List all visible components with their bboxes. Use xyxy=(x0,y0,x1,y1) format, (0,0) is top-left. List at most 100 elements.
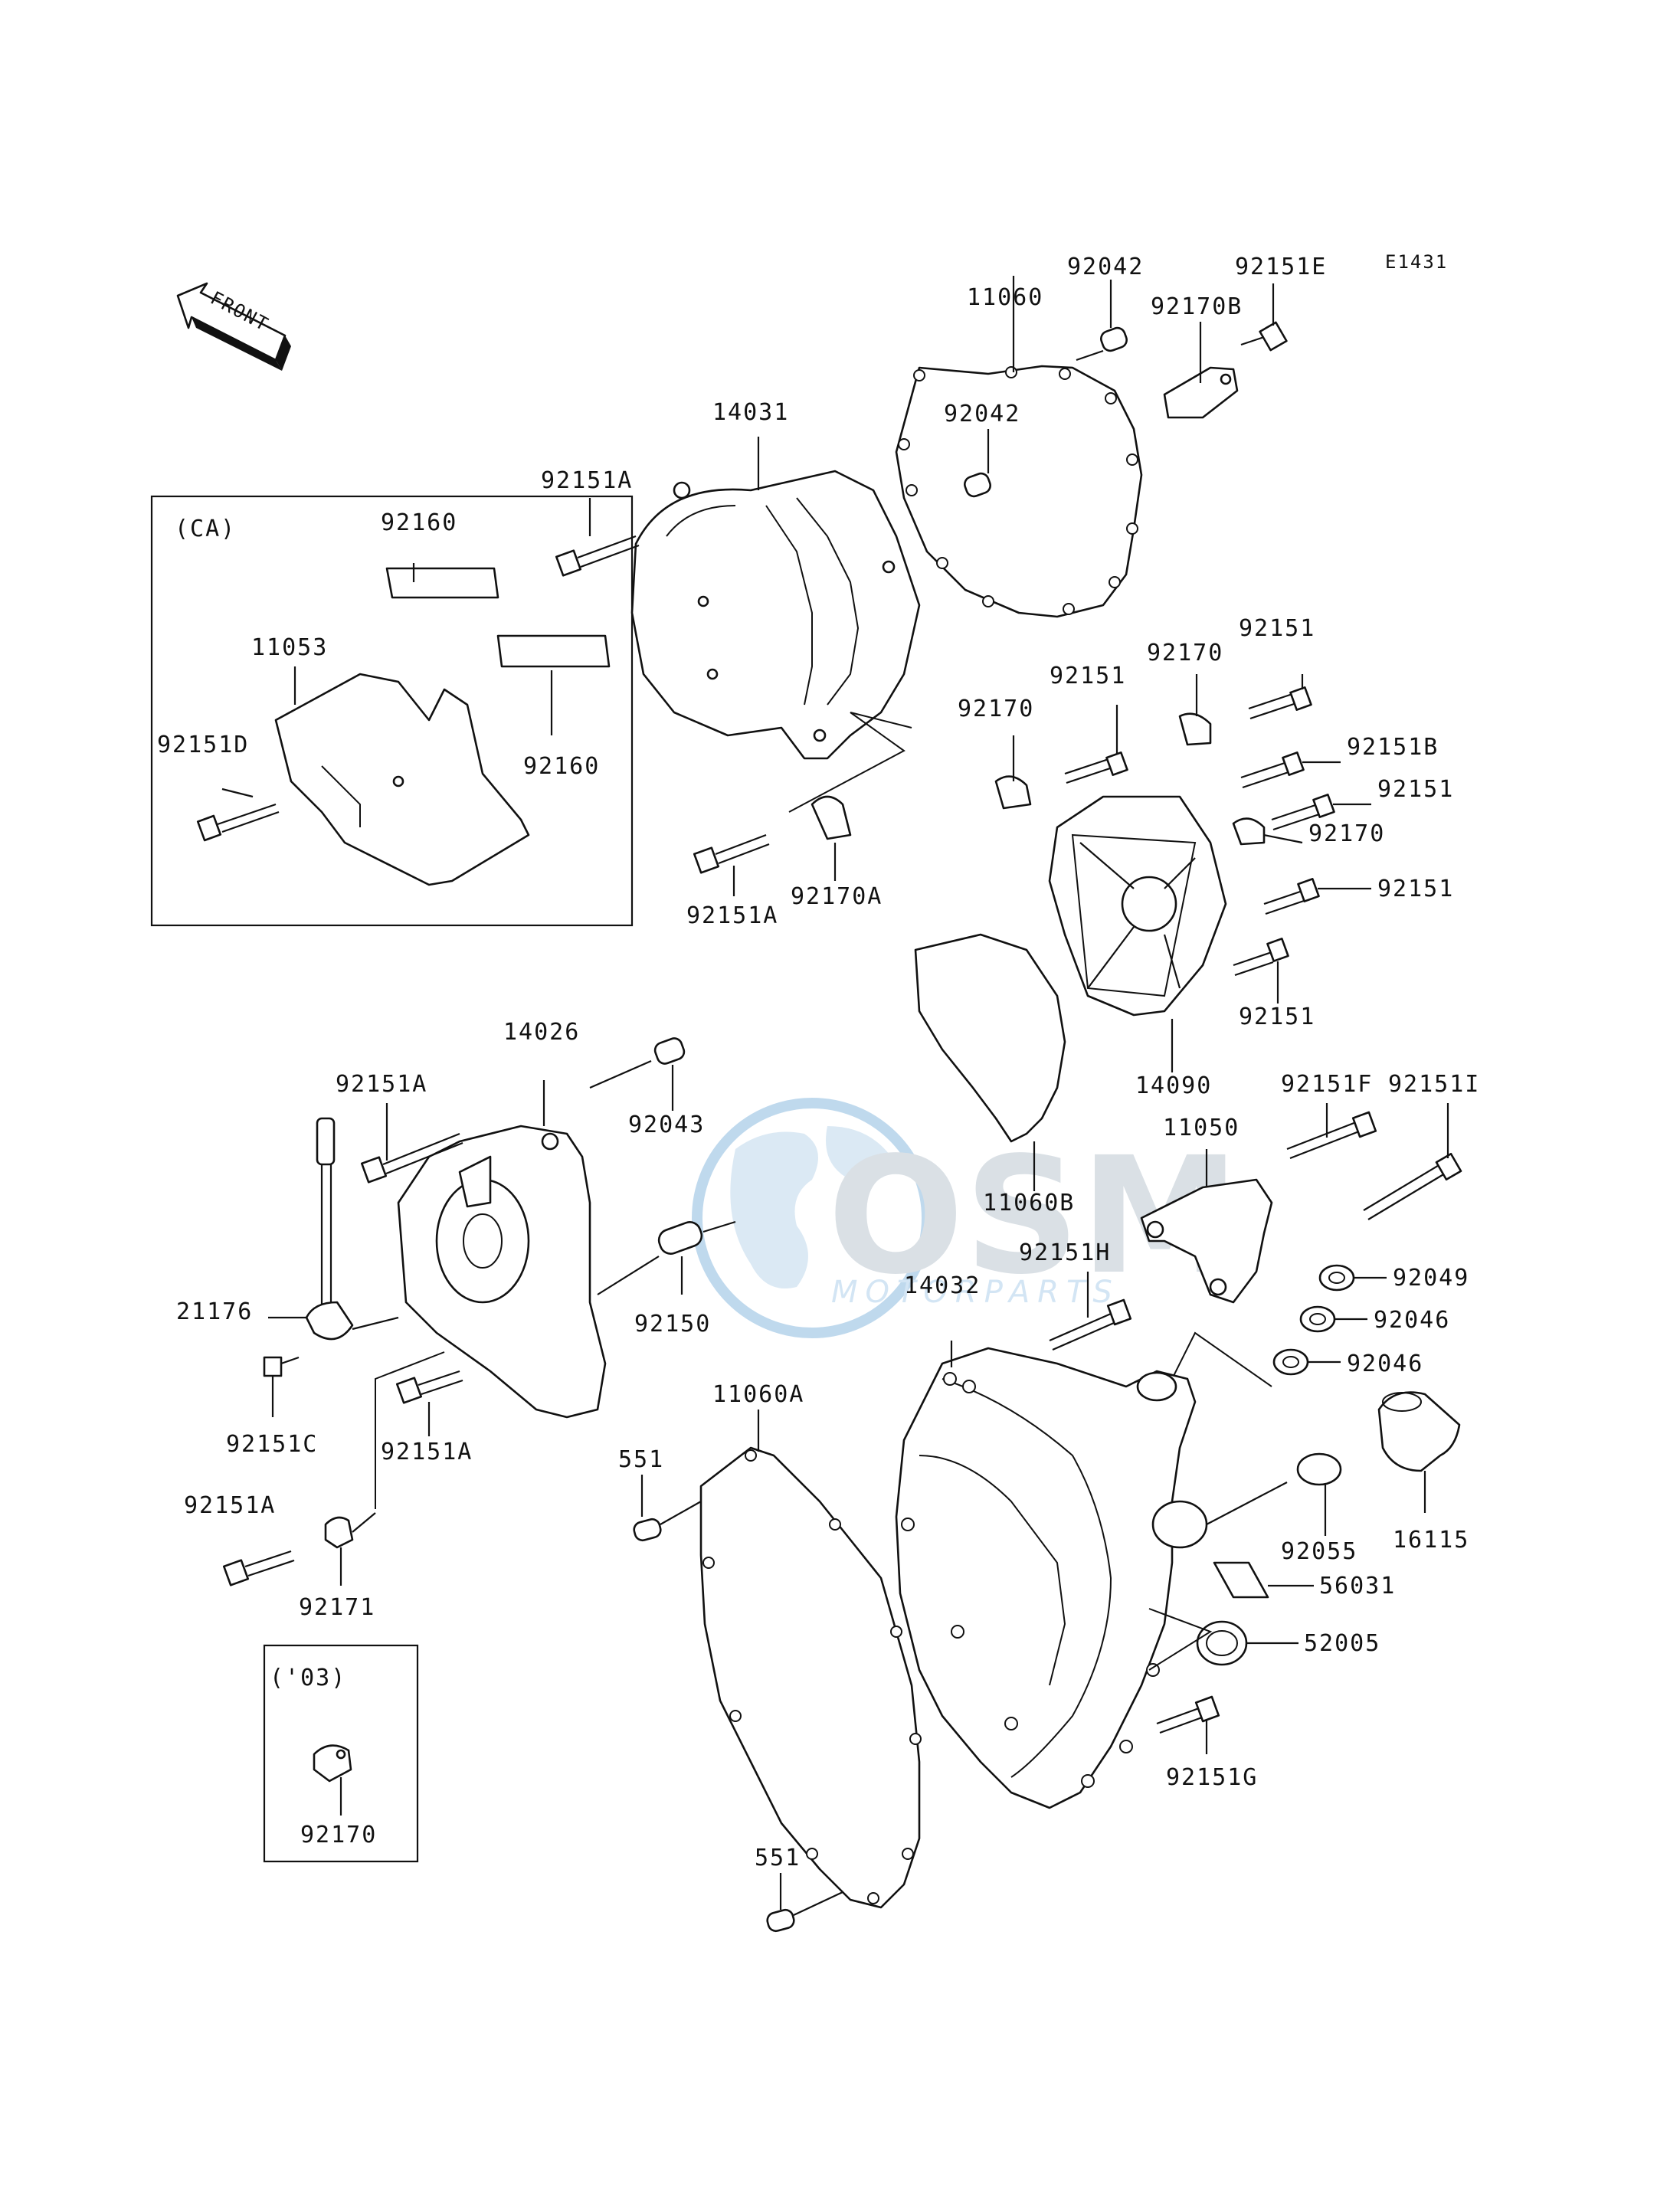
clamp-92170B-icon xyxy=(1163,322,1239,419)
label-92151F: 92151F xyxy=(1281,1071,1373,1098)
label-21176: 21176 xyxy=(176,1298,253,1325)
label-11060A: 11060A xyxy=(712,1381,804,1408)
bolt-92151G-icon xyxy=(1156,1695,1220,1754)
bolt-92151-a-icon xyxy=(1248,674,1312,720)
label-92151-a: 92151 xyxy=(1239,615,1315,642)
bolt-92151-c-icon xyxy=(1271,794,1371,831)
inset-ca-label: (CA) xyxy=(175,516,236,542)
label-92151-e: 92151 xyxy=(1239,1004,1315,1030)
label-92150: 92150 xyxy=(634,1311,711,1338)
seal-92049-icon xyxy=(1318,1264,1387,1292)
label-92151-b: 92151 xyxy=(1050,663,1126,689)
part-14032-cover xyxy=(895,1341,1288,1809)
part-labels: 92042 92151E 11060 92170B 14031 92042 92… xyxy=(157,254,1480,1871)
bolt-92151A-low-icon xyxy=(375,1351,463,1509)
part-11060A-gasket xyxy=(699,1410,922,1909)
label-92170-a: 92170 xyxy=(1147,640,1223,666)
label-92151D: 92151D xyxy=(157,732,249,758)
inset-ca: (CA) xyxy=(150,495,634,927)
bolt-92151A-top-icon xyxy=(555,498,640,577)
part-14090-housing xyxy=(1048,795,1227,1072)
cap-52005-icon xyxy=(1148,1608,1298,1671)
label-92151H: 92151H xyxy=(1019,1239,1111,1266)
part-11060-gasket xyxy=(895,276,1143,618)
label-92046-b: 92046 xyxy=(1347,1351,1423,1377)
label-92042-top: 92042 xyxy=(1067,254,1144,280)
label-11060: 11060 xyxy=(967,284,1043,311)
label-92160-bot: 92160 xyxy=(523,753,600,780)
sensor-21176-icon xyxy=(268,1117,399,1341)
label-92055: 92055 xyxy=(1281,1538,1357,1565)
label-92170-b: 92170 xyxy=(958,696,1034,722)
dowel-92043-icon xyxy=(589,1037,686,1111)
label-92151-c: 92151 xyxy=(1377,776,1454,803)
label-92151C: 92151C xyxy=(226,1431,318,1458)
label-92151G: 92151G xyxy=(1166,1764,1258,1791)
bolt-92151A-bot-icon xyxy=(222,1550,295,1586)
bolt-92151E-icon xyxy=(1240,283,1288,352)
bolt-92151I-icon xyxy=(1363,1103,1462,1220)
label-92160-top: 92160 xyxy=(381,509,457,536)
label-92043: 92043 xyxy=(628,1112,705,1138)
label-92170A: 92170A xyxy=(791,883,883,910)
bearing-92046-b-icon xyxy=(1164,1331,1341,1395)
part-11060B-gasket xyxy=(914,933,1066,1191)
cap-16115-icon xyxy=(1377,1391,1461,1513)
bolt-92151D-icon xyxy=(196,803,280,842)
dowel-551-bot-icon xyxy=(766,1873,843,1933)
label-11050: 11050 xyxy=(1163,1115,1240,1141)
label-92151A-left: 92151A xyxy=(336,1071,427,1098)
bolt-92151A-mid-icon xyxy=(693,833,770,896)
dowel-92042-top-icon xyxy=(1076,280,1128,362)
label-92151I: 92151I xyxy=(1388,1071,1480,1098)
label-92151A-bot: 92151A xyxy=(184,1492,276,1519)
dowel-92042-mid-icon xyxy=(964,429,991,498)
bolt-92151B-icon xyxy=(1240,751,1341,789)
bolt-92151-b-icon xyxy=(1064,705,1128,784)
label-14090: 14090 xyxy=(1135,1072,1212,1099)
clip-92170A-icon xyxy=(788,712,912,881)
label-551-top: 551 xyxy=(618,1446,664,1473)
label-92151A-top: 92151A xyxy=(541,467,633,494)
part-14031-cover xyxy=(630,437,921,760)
clamp-92170-a-icon xyxy=(1178,674,1212,746)
label-92151-d: 92151 xyxy=(1377,876,1454,902)
front-arrow-icon: FRONT xyxy=(176,282,291,371)
label-92042-mid: 92042 xyxy=(944,401,1020,427)
label-551-bot: 551 xyxy=(755,1845,801,1871)
diagram-code: E1431 xyxy=(1385,251,1448,273)
dowel-551-top-icon xyxy=(633,1475,702,1542)
oring-92055-icon xyxy=(1296,1452,1342,1536)
label-11053: 11053 xyxy=(251,634,328,661)
bolt-92151H-icon xyxy=(1049,1272,1132,1351)
inset-03: ('03) xyxy=(263,1644,419,1863)
bolt-92151-e-icon xyxy=(1233,938,1289,1004)
bolt-92151A-left-icon xyxy=(360,1103,463,1184)
label-92151E: 92151E xyxy=(1235,254,1327,280)
bolt-92151F-icon xyxy=(1286,1103,1377,1160)
label-16115: 16115 xyxy=(1393,1527,1469,1554)
bearing-92046-a-icon xyxy=(1299,1305,1367,1333)
label-92170-c: 92170 xyxy=(1308,820,1385,847)
label-14031: 14031 xyxy=(712,399,789,426)
label-52005: 52005 xyxy=(1304,1630,1380,1657)
label-92151A-low: 92151A xyxy=(381,1439,473,1465)
part-14026-cover xyxy=(397,1080,607,1419)
bolt-92151-d-icon xyxy=(1263,878,1371,915)
pin-92150-icon xyxy=(597,1220,736,1295)
label-92151A-mid: 92151A xyxy=(686,902,778,929)
label-14026: 14026 xyxy=(503,1019,580,1046)
clip-92171-icon xyxy=(324,1512,376,1586)
label-11060B: 11060B xyxy=(983,1190,1075,1216)
watermark-subtitle: MOTORPARTS xyxy=(831,1275,1120,1310)
inset-03-label: ('03) xyxy=(270,1665,346,1691)
label-92170B: 92170B xyxy=(1151,293,1243,320)
label-92049: 92049 xyxy=(1393,1265,1469,1292)
label-92046-a: 92046 xyxy=(1374,1307,1450,1334)
clamp-92170-c-icon xyxy=(1232,817,1303,846)
part-11050-bracket xyxy=(1140,1149,1273,1304)
label-92171: 92171 xyxy=(299,1594,375,1621)
label-56031: 56031 xyxy=(1319,1573,1396,1599)
clamp-92170-b-icon xyxy=(994,735,1032,810)
